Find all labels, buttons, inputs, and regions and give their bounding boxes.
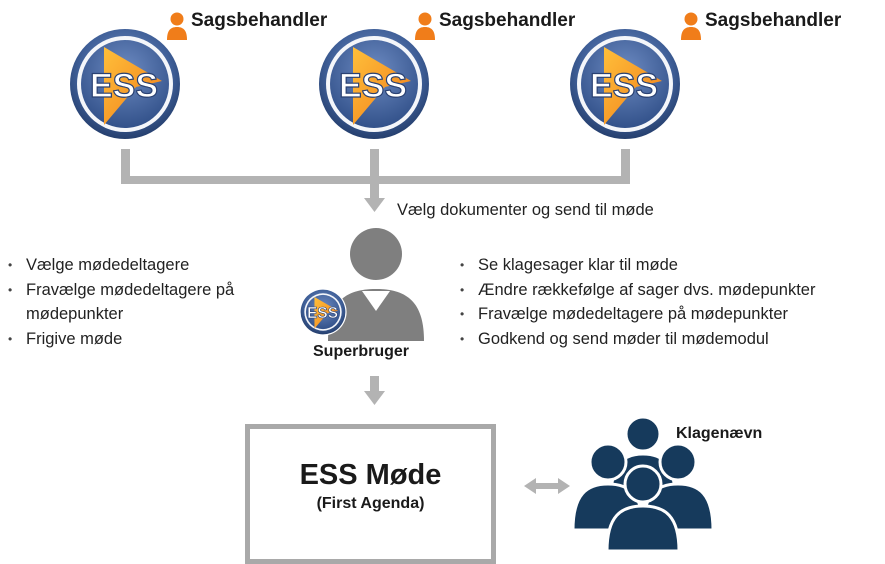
system-title: ESS Møde (299, 459, 442, 491)
superuser-label: Superbruger (313, 343, 410, 360)
logo-text: ESS (590, 67, 658, 105)
connector-to-system (370, 376, 379, 393)
system-subtitle: (First Agenda) (316, 495, 425, 512)
arrow-down-icon (364, 391, 385, 405)
list-item: Fravælge mødedeltagere på (4, 278, 294, 303)
caseworker-label: Sagsbehandler (705, 10, 842, 31)
bidirectional-arrow-icon (524, 478, 570, 494)
connector-drop-left (121, 149, 130, 182)
list-item: Fravælge mødedeltagere på mødepunkter (456, 302, 876, 327)
system-box: ESS Møde (First Agenda) (245, 424, 496, 564)
flow-step-label: Vælg dokumenter og send til møde (397, 201, 654, 219)
connector-horizontal (121, 176, 630, 184)
connector-to-superuser (370, 184, 379, 199)
superuser-right-bullets: Se klagesager klar til møde Ændre rækkef… (456, 253, 876, 351)
connector-drop-middle (370, 149, 379, 182)
arrow-down-icon (364, 198, 385, 212)
logo-text: ESS (339, 67, 407, 105)
caseworker-label: Sagsbehandler (191, 10, 328, 31)
ess-logo: ESS (299, 288, 347, 336)
person-icon (415, 12, 435, 40)
ess-logo: ESS (567, 26, 683, 142)
logo-text: ESS (307, 305, 338, 322)
logo-text: ESS (90, 67, 158, 105)
ess-logo: ESS (316, 26, 432, 142)
list-item: Se klagesager klar til møde (456, 253, 876, 278)
list-item: Vælge mødedeltagere (4, 253, 294, 278)
list-item-continuation: mødepunkter (26, 305, 124, 323)
superuser-left-bullets: Vælge mødedeltagere Fravælge mødedeltage… (4, 253, 294, 351)
list-item: Godkend og send møder til mødemodul (456, 327, 876, 352)
person-icon (681, 12, 701, 40)
board-group-icon (573, 415, 713, 551)
board-label: Klagenævn (676, 425, 763, 442)
caseworker-label: Sagsbehandler (439, 10, 576, 31)
person-icon (167, 12, 187, 40)
connector-drop-right (621, 149, 630, 182)
superuser-person-icon (328, 228, 424, 341)
list-item: Frigive møde (4, 327, 294, 352)
list-item: Ændre rækkefølge af sager dvs. mødepunkt… (456, 278, 876, 303)
ess-logo: ESS (67, 26, 183, 142)
